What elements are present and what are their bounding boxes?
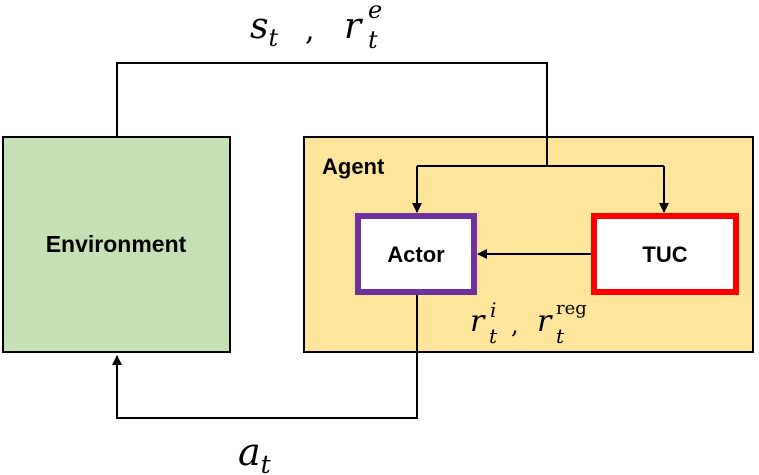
action-subscript: t: [261, 450, 272, 475]
state-reward-path: [116, 62, 548, 166]
environment-box: [2, 136, 231, 353]
reg-reward-subscript: t: [556, 324, 565, 348]
int-reward-subscript: t: [489, 324, 498, 348]
actor-label: Actor: [387, 242, 445, 267]
int-reward-symbol: r: [470, 304, 486, 339]
int-reward-superscript: i: [490, 298, 496, 322]
state-reward-label: st , r e t: [250, 0, 382, 54]
action-path: [112, 295, 418, 419]
actor-box: [355, 213, 477, 295]
svg-text:r: r: [344, 6, 363, 47]
ext-reward-subscript: t: [368, 26, 378, 54]
agent-label: Agent: [322, 154, 385, 179]
ext-reward-symbol: r: [344, 6, 363, 47]
state-symbol: s: [250, 6, 268, 47]
intrinsic-reward-label: r i t , r reg t: [470, 298, 587, 348]
action-symbol: a: [238, 430, 261, 474]
ext-reward-superscript: e: [368, 0, 382, 24]
environment-label: Environment: [46, 231, 187, 257]
tuc-label: TUC: [642, 242, 687, 267]
svg-text:st: st: [250, 6, 278, 52]
action-label: at: [238, 430, 272, 475]
reg-reward-superscript: reg: [556, 298, 587, 319]
state-subscript: t: [268, 24, 278, 52]
tuc-box: [591, 213, 739, 295]
reg-reward-symbol: r: [537, 304, 553, 339]
separator-1: ,: [305, 13, 315, 48]
separator-2: ,: [511, 311, 519, 339]
